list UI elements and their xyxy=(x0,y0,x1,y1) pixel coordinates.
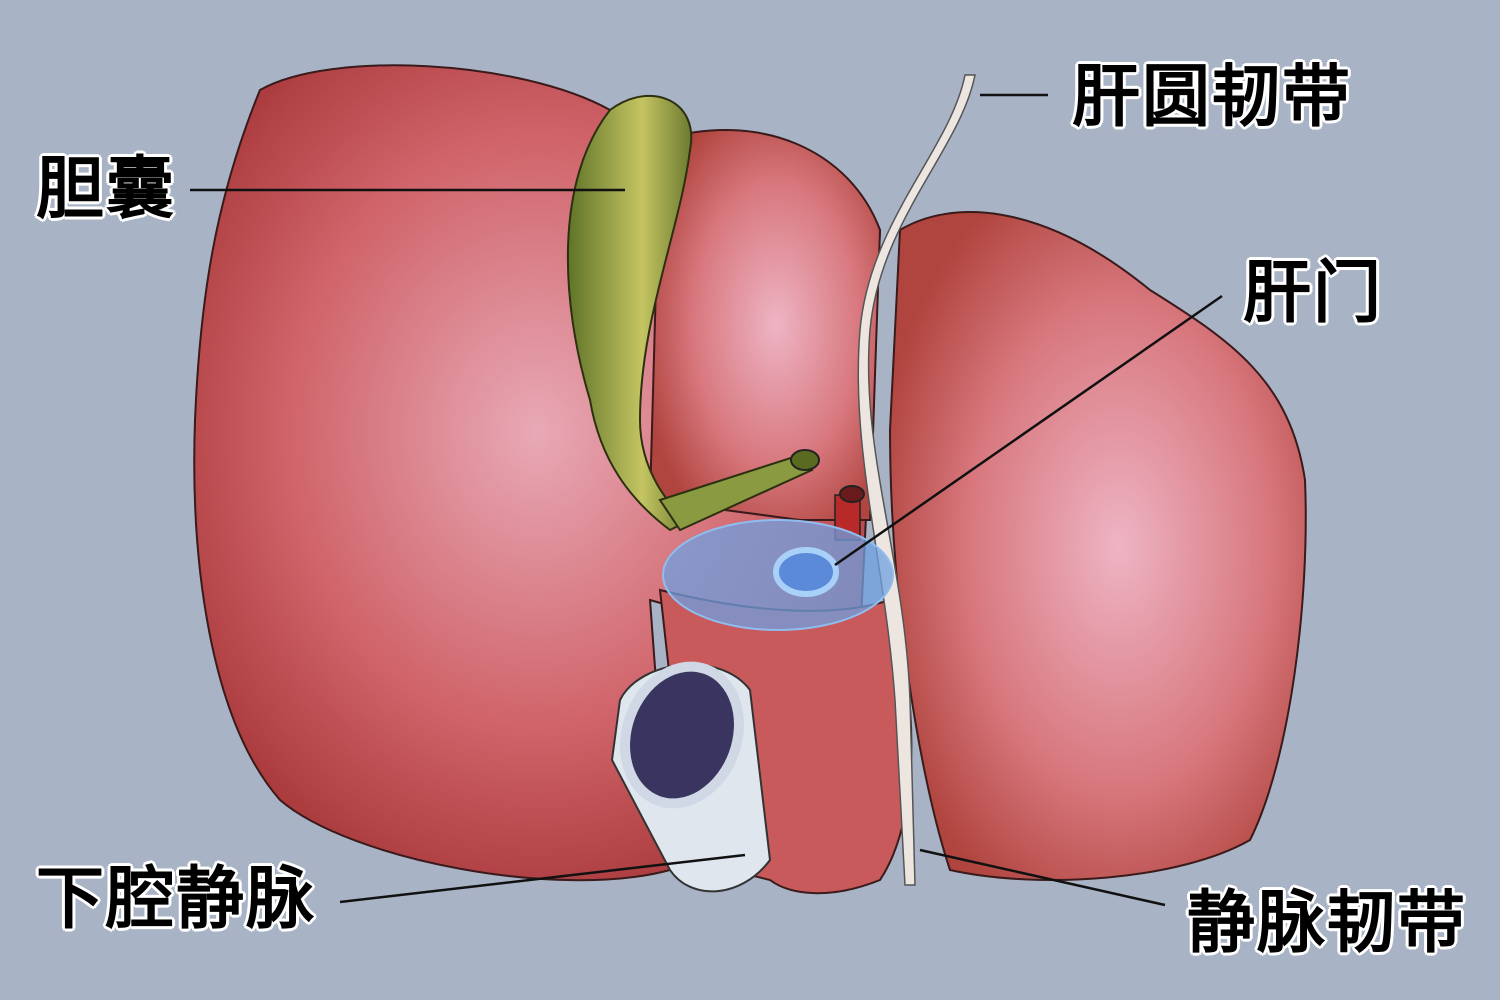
label-round-ligament: 肝圆韧带 xyxy=(1072,58,1353,137)
bile-duct xyxy=(658,453,814,532)
left-lobe xyxy=(888,211,1307,881)
label-porta-hepatis: 肝门 xyxy=(1243,254,1384,333)
round-ligament xyxy=(857,74,976,886)
gallbladder xyxy=(566,94,693,532)
label-gallbladder: 胆囊 xyxy=(36,150,177,229)
leader-lines xyxy=(190,93,1223,907)
label-inferior-vena-cava: 下腔静脉 xyxy=(36,860,317,939)
quadrate-lobe xyxy=(648,129,882,521)
label-ligamentum-venosum: 静脉韧带 xyxy=(1187,884,1468,963)
